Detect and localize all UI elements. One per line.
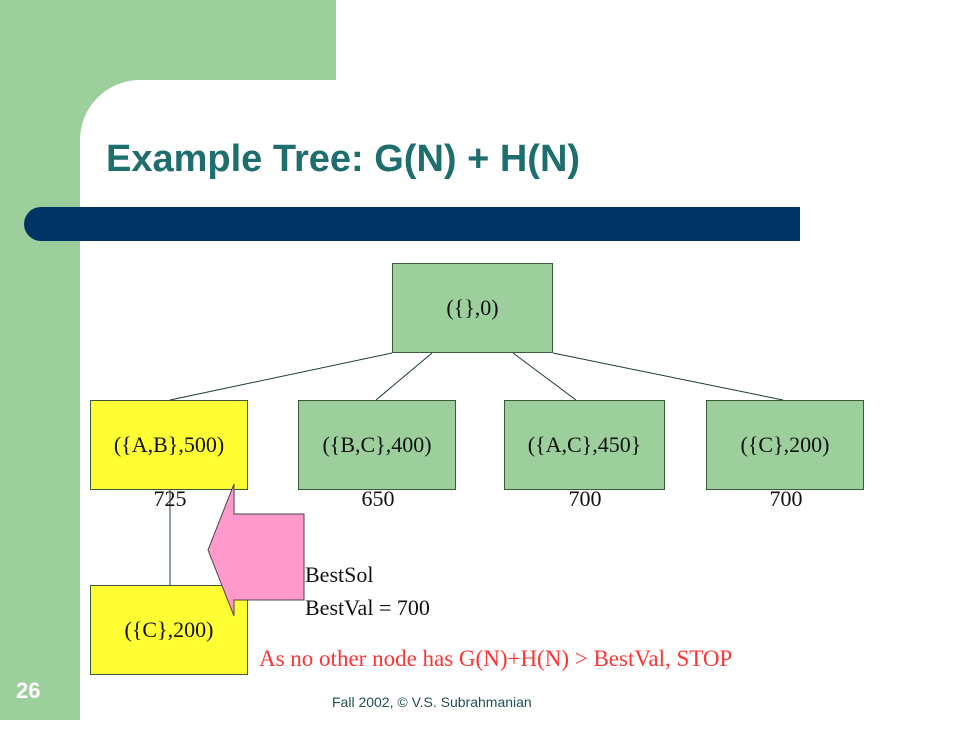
node-ab-value: 725 [153,486,187,511]
tree-node-grandchild-c: ({C},200) [90,585,248,675]
best-val-label: BestVal = 700 [305,595,430,620]
tree-edges [169,352,784,585]
tree-node-ac-label: ({A,C},450} [527,432,642,457]
node-ac-value: 700 [568,486,602,511]
tree-node-ac: ({A,C},450} [504,400,665,490]
tree-node-bc-label: ({B,C},400) [322,432,432,457]
edge-root-to-ab [169,352,393,401]
title-underline-bar [24,207,800,241]
pink-arrow-icon [207,483,305,617]
slide-title: Example Tree: G(N) + H(N) [106,138,581,180]
slide-number: 26 [16,678,41,703]
tree-node-c-label: ({C},200) [740,432,830,457]
tree-node-ab-label: ({A,B},500) [113,432,225,457]
tree-node-c: ({C},200) [706,400,864,490]
edge-root-to-ac [512,352,577,401]
edge-root-to-c [552,352,784,401]
slide-footer: Fall 2002, © V.S. Subrahmanian [332,694,532,710]
stop-condition-note: As no other node has G(N)+H(N) > BestVal… [259,646,733,671]
tree-node-root: ({},0) [392,263,553,353]
tree-node-bc: ({B,C},400) [298,400,456,490]
tree-node-grandchild-label: ({C},200) [124,617,214,642]
best-sol-label: BestSol [305,562,374,587]
edge-root-to-bc [375,352,433,401]
tree-node-ab: ({A,B},500) [90,400,248,490]
node-bc-value: 650 [361,486,395,511]
tree-node-root-label: ({},0) [446,295,499,320]
node-c-value: 700 [769,486,803,511]
